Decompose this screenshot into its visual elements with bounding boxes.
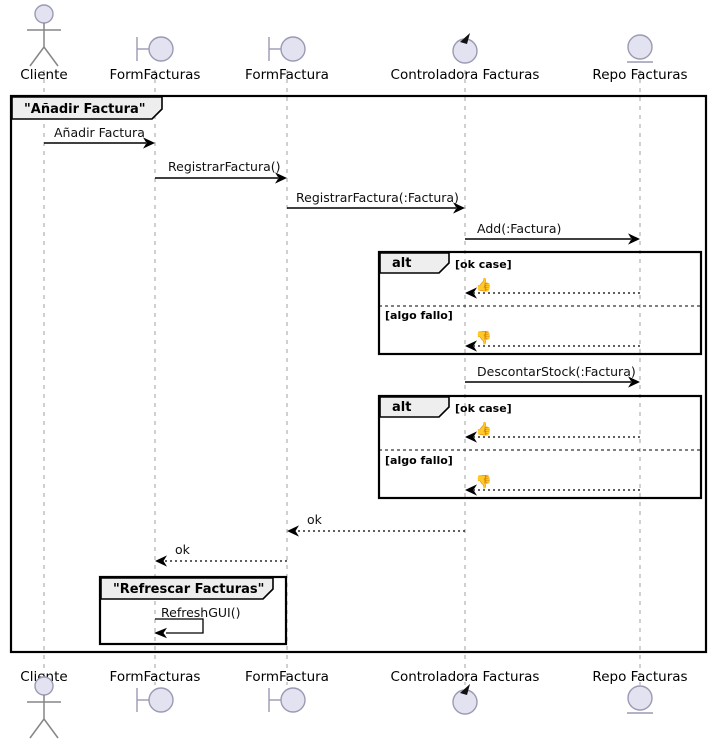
lifelines-group	[43, 70, 641, 685]
combined-fragments-layer: "Añadir Factura" alt [ok case] [algo fallo]…	[9, 94, 708, 654]
message-arrowhead	[287, 525, 299, 537]
fragment-border	[9, 94, 708, 654]
fragment-guard-label: [algo fallo]	[385, 309, 453, 322]
fragment-frame-alt-1[interactable]: alt [ok case] [algo fallo]	[377, 250, 703, 356]
message-emoji-icon: 👍	[476, 277, 492, 293]
message-label: DescontarStock(:Factura)	[477, 364, 636, 379]
message-label: ok	[307, 512, 323, 527]
fragment-guard-label: [ok case]	[455, 258, 512, 271]
participant-foot-formfacturas[interactable]: FormFacturas	[110, 669, 201, 713]
uml-entity-circle-icon	[627, 34, 653, 60]
participant-heads-bottom: Cliente FormFacturas FormFactura Controlado…	[20, 669, 688, 739]
actor-leg-left-icon	[29, 718, 45, 739]
fragment-operator-label: "Refrescar Facturas"	[113, 582, 264, 597]
uml-boundary-circle-icon	[148, 36, 174, 62]
message-arrowhead	[275, 172, 287, 184]
participant-head-formfacturas[interactable]: FormFacturas	[110, 36, 201, 83]
participant-heads-top: Cliente FormFacturas FormFactura Controlado…	[20, 4, 688, 83]
message-label: RegistrarFactura(:Factura)	[296, 190, 459, 205]
message-m11[interactable]: ok	[155, 542, 287, 567]
participant-foot-controladora[interactable]: Controladora Facturas	[391, 669, 540, 715]
participant-label-repo: Repo Facturas	[592, 67, 687, 83]
uml-control-arrow-icon	[460, 33, 470, 44]
message-m6[interactable]: 👎	[465, 330, 640, 352]
uml-boundary-circle-icon	[148, 687, 174, 713]
participant-head-formfactura[interactable]: FormFactura	[245, 36, 329, 83]
fragment-operator-tab	[11, 96, 163, 120]
actor-leg-left-icon	[29, 46, 45, 67]
message-m9[interactable]: 👎	[465, 474, 640, 496]
fragment-operator-tab	[379, 396, 450, 418]
fragment-operator-label: alt	[392, 400, 411, 415]
actor-head-icon	[34, 4, 54, 24]
self-message-path	[155, 618, 204, 634]
participant-label-formfactura: FormFactura	[245, 67, 329, 83]
message-emoji-icon: 👎	[476, 330, 492, 346]
message-arrowhead	[155, 555, 167, 567]
message-arrowhead	[143, 137, 155, 149]
message-label: Add(:Factura)	[477, 221, 561, 236]
participant-label-bottom-controladora: Controladora Facturas	[391, 669, 540, 685]
message-label: Añadir Factura	[54, 125, 145, 140]
message-emoji-icon: 👍	[476, 421, 492, 437]
message-arrowhead	[628, 233, 640, 245]
message-m12[interactable]: RefreshGUI()	[154, 605, 240, 639]
message-m5[interactable]: 👍	[465, 277, 640, 299]
fragment-border	[377, 250, 703, 356]
participant-foot-repo[interactable]: Repo Facturas	[592, 669, 688, 714]
fragment-operator-label: alt	[392, 256, 411, 271]
participant-foot-formfactura[interactable]: FormFactura	[245, 669, 329, 713]
message-m10[interactable]: ok	[287, 512, 465, 537]
message-arrowhead	[465, 340, 477, 352]
participant-label-bottom-formfacturas: FormFacturas	[110, 669, 201, 685]
fragment-guard-label: [ok case]	[455, 402, 512, 415]
fragment-operator-tab	[100, 577, 274, 600]
uml-boundary-circle-icon	[280, 687, 306, 713]
message-arrowhead	[628, 376, 640, 388]
fragment-operator-tab	[379, 252, 450, 274]
fragment-frame-refrescar-facturas[interactable]: "Refrescar Facturas"	[98, 575, 288, 646]
participant-head-repo[interactable]: Repo Facturas	[592, 34, 688, 83]
participant-foot-cliente[interactable]: Cliente	[20, 669, 68, 739]
uml-boundary-circle-icon	[280, 36, 306, 62]
actor-leg-right-icon	[43, 46, 59, 67]
message-arrowhead	[453, 202, 465, 214]
message-label: RefreshGUI()	[161, 605, 240, 620]
fragment-frame-anadir-factura[interactable]: "Añadir Factura"	[9, 94, 708, 654]
fragment-border	[98, 575, 288, 646]
fragment-frame-alt-2[interactable]: alt [ok case] [algo fallo]	[377, 394, 703, 500]
fragment-border	[377, 394, 703, 500]
participant-label-bottom-repo: Repo Facturas	[592, 669, 687, 685]
message-m4[interactable]: Add(:Factura)	[465, 221, 640, 245]
message-m2[interactable]: RegistrarFactura()	[155, 159, 287, 184]
message-m3[interactable]: RegistrarFactura(:Factura)	[287, 190, 465, 214]
message-label: RegistrarFactura()	[168, 159, 281, 174]
self-message-arrowhead	[154, 627, 167, 639]
message-arrowhead	[465, 431, 477, 443]
participant-head-cliente[interactable]: Cliente	[20, 4, 68, 83]
message-m1[interactable]: Añadir Factura	[44, 125, 155, 149]
participant-label-cliente: Cliente	[20, 67, 67, 83]
fragment-guard-label: [algo fallo]	[385, 454, 453, 467]
fragment-operator-label: "Añadir Factura"	[24, 102, 146, 117]
uml-entity-circle-icon	[627, 685, 653, 711]
participant-label-formfacturas: FormFacturas	[110, 67, 201, 83]
message-arrowhead	[465, 287, 477, 299]
message-m8[interactable]: 👍	[465, 421, 640, 443]
participant-head-controladora[interactable]: Controladora Facturas	[391, 33, 540, 83]
message-label: ok	[175, 542, 191, 557]
actor-head-icon	[34, 676, 54, 696]
message-emoji-icon: 👎	[476, 474, 492, 490]
message-arrowhead	[465, 484, 477, 496]
participant-label-controladora: Controladora Facturas	[391, 67, 540, 83]
uml-control-arrow-icon	[460, 684, 470, 695]
actor-leg-right-icon	[43, 718, 59, 739]
participant-label-bottom-formfactura: FormFactura	[245, 669, 329, 685]
message-m7[interactable]: DescontarStock(:Factura)	[465, 364, 640, 388]
